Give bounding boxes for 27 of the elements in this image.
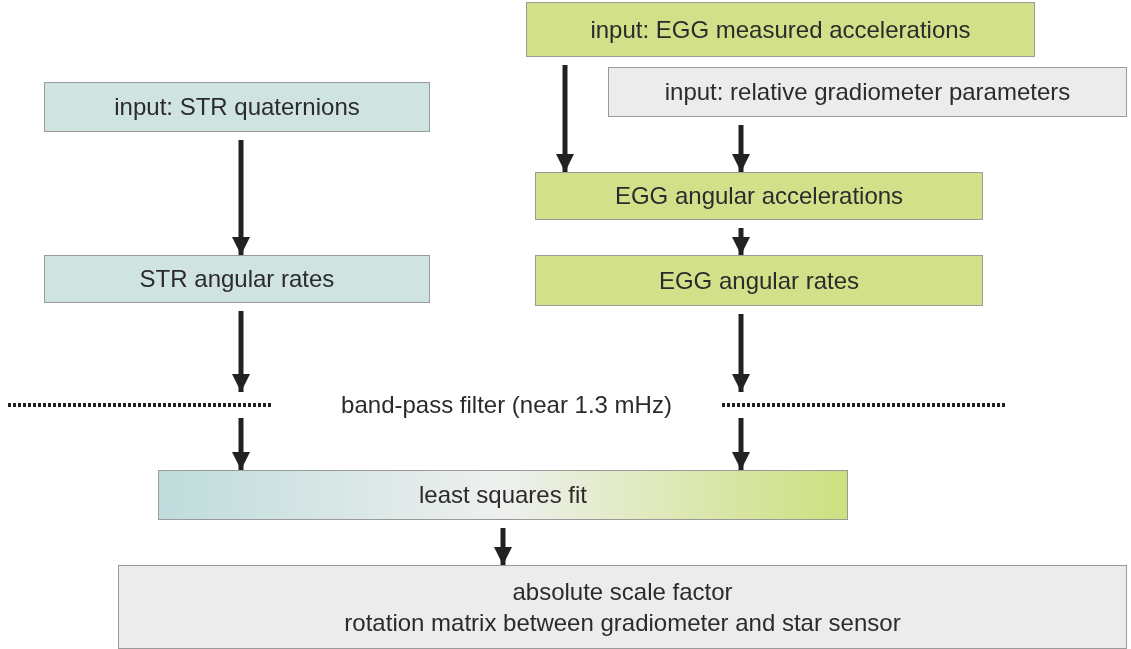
- box-label: input: STR quaternions: [114, 92, 360, 123]
- box-label: least squares fit: [418, 480, 588, 511]
- arrow: [494, 528, 512, 565]
- box-label: STR angular rates: [139, 264, 335, 295]
- arrow: [732, 125, 750, 172]
- arrow: [232, 418, 250, 470]
- input-box: [526, 2, 1035, 57]
- input-box: [44, 82, 430, 132]
- box-label: absolute scale factor: [512, 576, 733, 607]
- input-box: [608, 67, 1127, 117]
- process-box: [158, 470, 848, 520]
- arrow: [556, 65, 574, 172]
- box-label: rotation matrix between gradiometer and star sensor: [344, 608, 901, 638]
- arrow: [232, 140, 250, 255]
- arrow: [732, 314, 750, 392]
- box-label: input: EGG measured accelerations: [590, 14, 971, 45]
- process-box: [535, 255, 983, 306]
- process-box: [44, 255, 430, 303]
- arrow: [732, 418, 750, 470]
- filter-label: band-pass filter (near 1.3 mHz): [341, 390, 672, 421]
- box-label: input: relative gradiometer parameters: [664, 77, 1071, 108]
- arrow: [232, 311, 250, 392]
- output-box: [118, 565, 1127, 649]
- arrow: [732, 228, 750, 255]
- box-label: EGG angular accelerations: [614, 181, 904, 212]
- process-box: [535, 172, 983, 220]
- box-label: EGG angular rates: [658, 265, 860, 296]
